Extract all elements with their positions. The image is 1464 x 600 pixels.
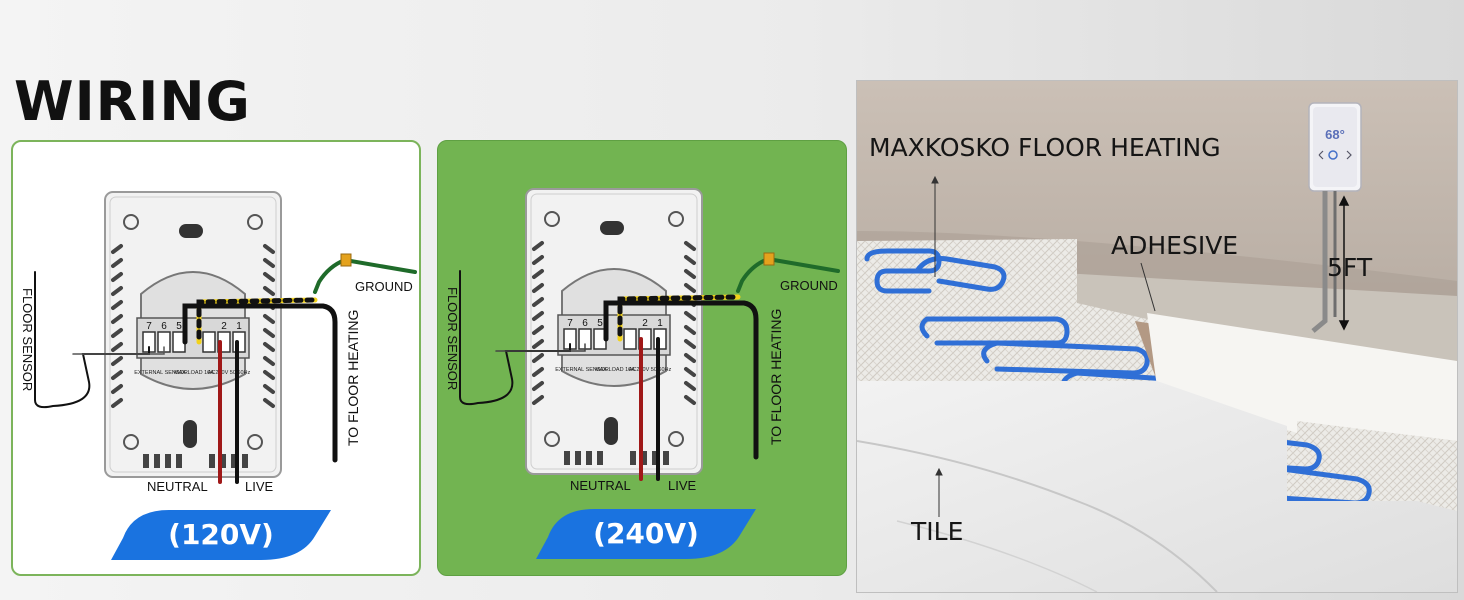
terminal-number: 2	[221, 321, 227, 332]
neutral-label: NEUTRAL	[570, 478, 631, 493]
tile-label: TILE	[911, 517, 964, 546]
ground-label: GROUND	[780, 278, 838, 293]
floor-sensor-wire	[34, 271, 150, 409]
tile-vein	[857, 440, 1218, 592]
heating-mat	[857, 239, 1417, 501]
floor-sensor-wire	[459, 270, 571, 406]
wiring-diagram-240v: 7 6 5 2 1 EXTERNAL SENSOR MAX LOAD 16A A…	[437, 140, 847, 576]
terminal-caption: EXTERNAL SENSOR	[134, 370, 188, 376]
voltage-label: (120V)	[168, 518, 274, 551]
ground-wire-lead	[343, 258, 417, 274]
terminal-captions: EXTERNAL SENSOR MAX LOAD 16A AC240V 50/6…	[134, 370, 250, 376]
thermostat-display: 68°	[1325, 127, 1345, 142]
terminal-number: 6	[582, 318, 588, 329]
terminal-number: 1	[657, 318, 663, 329]
screw-holes	[544, 211, 684, 447]
adhesive-label: ADHESIVE	[1111, 231, 1239, 260]
ground-jumper-stripe	[196, 297, 318, 345]
terminal-numbers: 7 6 5 2 1	[146, 321, 242, 332]
terminal-numbers: 7 6 5 2 1	[567, 318, 663, 329]
terminal-caption: MAX LOAD 16A	[174, 370, 214, 376]
live-label: LIVE	[245, 479, 274, 494]
terminal-number: 7	[146, 321, 152, 332]
ventilation-slots	[111, 244, 275, 408]
wiring-drawing: 7 6 5 2 1 EXTERNAL SENSOR MAX LOAD 16A A…	[34, 191, 417, 484]
floor-sensor-wire-2	[495, 343, 586, 352]
to-floor-heating-label: TO FLOOR HEATING	[768, 308, 784, 445]
voltage-badge: (240V)	[536, 509, 756, 559]
length-indicator	[1338, 195, 1350, 331]
voltage-label: (240V)	[593, 517, 699, 550]
terminal-caption: EXTERNAL SENSOR	[555, 367, 609, 373]
neutral-label: NEUTRAL	[147, 479, 208, 494]
floor-sensor-label: FLOOR SENSOR	[20, 288, 35, 392]
terminal-number: 7	[567, 318, 573, 329]
terminal-number: 5	[597, 318, 603, 329]
callout-lines	[931, 175, 1156, 517]
floor-heating-live	[182, 303, 338, 463]
ground-label: GROUND	[355, 279, 413, 294]
wiring-drawing: 7 6 5 2 1 EXTERNAL SENSOR MAX LOAD 16A A…	[459, 188, 840, 481]
floor-heating-live	[603, 300, 759, 460]
wiring-diagram-120v: 7 6 5 2 1 EXTERNAL SENSOR MAX LOAD 16A A…	[11, 140, 421, 576]
ground-wire-lead	[766, 257, 840, 273]
ventilation-slots	[532, 241, 696, 405]
terminal-number: 5	[176, 321, 182, 332]
cable-length-label: 5FT	[1327, 253, 1373, 282]
terminal-captions: EXTERNAL SENSOR MAX LOAD 16A AC240V 50/6…	[555, 367, 671, 373]
tile-vein-2	[896, 520, 1098, 592]
tile-foreground	[857, 381, 1457, 592]
terminal-number: 1	[236, 321, 242, 332]
thermostat-unit	[1308, 102, 1362, 192]
terminal-caption: MAX LOAD 16A	[595, 367, 635, 373]
bottom-vents	[564, 451, 669, 465]
terminal-caption: AC240V 50/60Hz	[208, 370, 251, 376]
installation-illustration: 68° MAXKOSKO FLOOR HEATING ADHESIVE TILE…	[856, 80, 1458, 593]
wires	[459, 252, 840, 481]
floor-cross-section: 68°	[857, 81, 1457, 592]
ground-jumper-stripe	[617, 294, 741, 342]
ground-connector	[763, 252, 775, 266]
live-label: LIVE	[668, 478, 697, 493]
sensor-conduit	[1311, 191, 1328, 333]
page-title: WIRING	[14, 70, 251, 133]
floor-sensor-label: FLOOR SENSOR	[445, 287, 460, 391]
terminal-caption: AC240V 50/60Hz	[629, 367, 672, 373]
terminal-number: 2	[642, 318, 648, 329]
wires	[34, 253, 417, 484]
bottom-vents	[143, 454, 248, 468]
terminal-number: 6	[161, 321, 167, 332]
screw-holes	[123, 214, 263, 450]
voltage-badge: (120V)	[111, 510, 331, 560]
ground-connector	[340, 253, 352, 267]
floor-sensor-wire-2	[72, 346, 165, 355]
heating-label: MAXKOSKO FLOOR HEATING	[869, 133, 1221, 162]
to-floor-heating-label: TO FLOOR HEATING	[345, 309, 361, 446]
